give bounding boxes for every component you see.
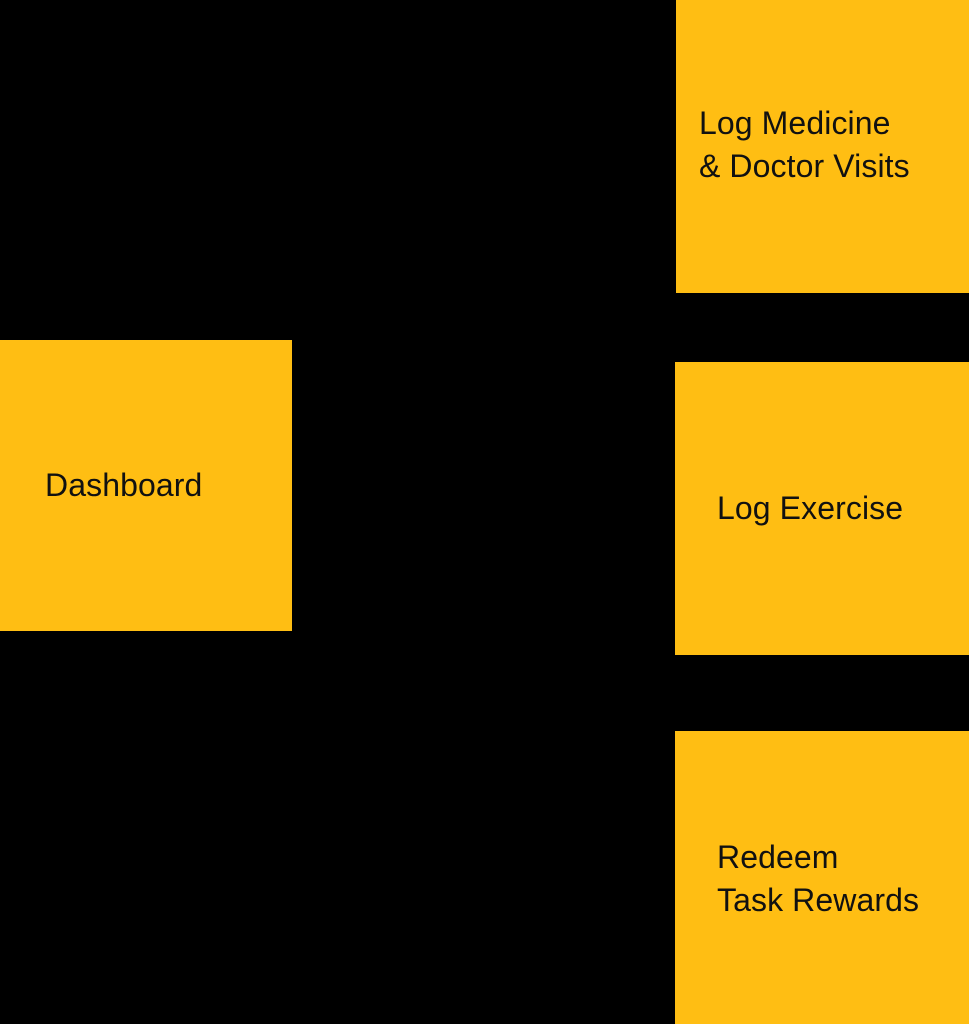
tile-log-medicine-label: Log Medicine & Doctor Visits [699,104,910,184]
tile-log-exercise[interactable]: Log Exercise [675,362,969,655]
tile-redeem-task-rewards-label: Redeem Task Rewards [717,838,920,918]
tile-log-exercise-label: Log Exercise [717,490,904,526]
tile-dashboard[interactable]: Dashboard [0,340,292,631]
tile-redeem-task-rewards[interactable]: Redeem Task Rewards [675,731,969,1024]
tile-log-medicine[interactable]: Log Medicine & Doctor Visits [676,0,969,293]
tile-dashboard-label: Dashboard [45,467,203,503]
